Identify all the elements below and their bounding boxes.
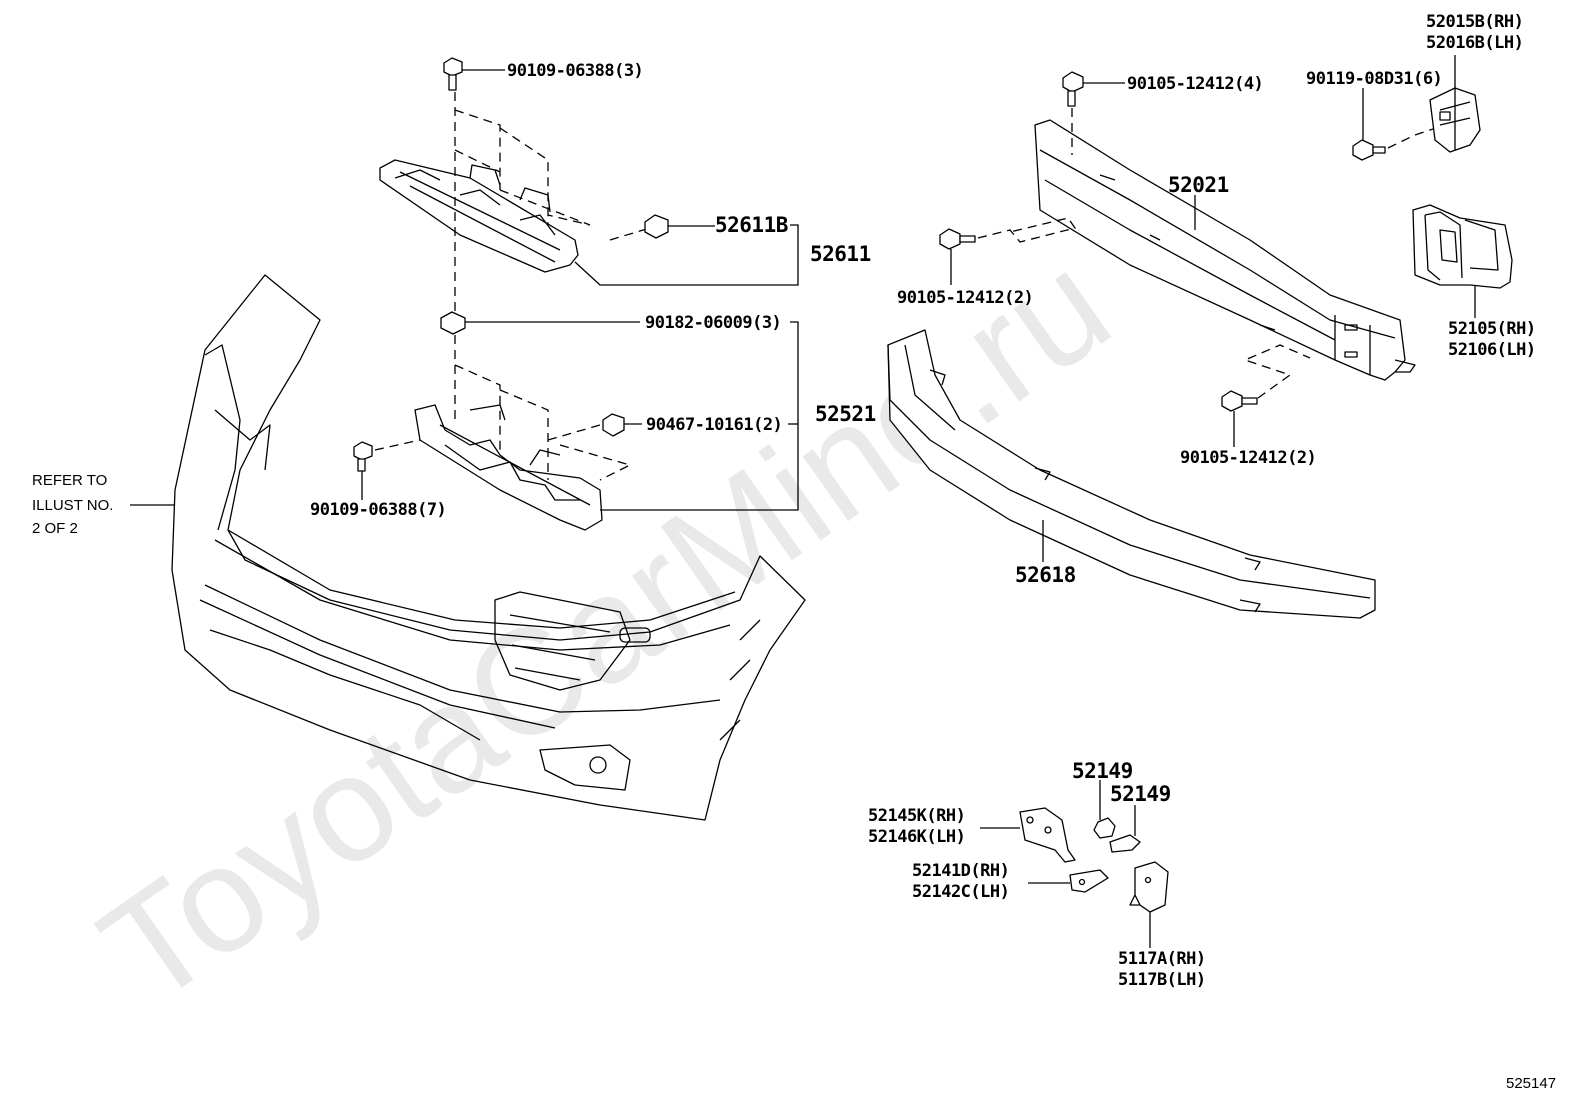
bracket-52611 xyxy=(379,159,799,286)
refer-note-line-1: REFER TO xyxy=(32,472,107,489)
label-52016b: 52016B(LH) xyxy=(1426,33,1523,53)
bolt-90109-06388-3 xyxy=(443,57,505,91)
label-52521: 52521 xyxy=(815,402,876,426)
label-52618: 52618 xyxy=(1015,563,1076,587)
label-90109-06388-7: 90109-06388(7) xyxy=(310,500,446,520)
refer-note-line-2: ILLUST NO. xyxy=(32,497,113,514)
label-52611: 52611 xyxy=(810,242,871,266)
absorber-52618 xyxy=(887,329,1376,619)
block-52105-52106 xyxy=(1412,204,1513,318)
label-52146k: 52146K(LH) xyxy=(868,827,965,847)
label-90467-10161-2: 90467-10161(2) xyxy=(646,415,782,435)
bumper-cover xyxy=(130,274,806,821)
clip-90467-10161-2 xyxy=(602,413,642,437)
label-52106: 52106(LH) xyxy=(1448,340,1536,360)
bracket-52145k-52146k xyxy=(980,807,1076,863)
label-90105-12412-2-a: 90105-12412(2) xyxy=(897,288,1033,308)
label-5117b: 5117B(LH) xyxy=(1118,970,1206,990)
label-52611b: 52611B xyxy=(715,213,788,237)
bolt-90105-12412-2-right xyxy=(1221,390,1258,447)
label-90105-12412-2-b: 90105-12412(2) xyxy=(1180,448,1316,468)
refer-note-line-3: 2 OF 2 xyxy=(32,520,78,537)
clip-52611b xyxy=(644,214,715,239)
watermark: ToyotaCarMine.ru xyxy=(72,220,1138,1037)
label-90119-08d31-6: 90119-08D31(6) xyxy=(1306,69,1442,89)
label-52149-b: 52149 xyxy=(1110,782,1171,806)
label-5117a: 5117A(RH) xyxy=(1118,949,1206,969)
label-52105: 52105(RH) xyxy=(1448,319,1536,339)
reinforcement-52021 xyxy=(1034,119,1416,381)
bolt-90105-12412-2-left xyxy=(939,228,976,285)
bracket-52521 xyxy=(414,321,799,531)
bracket-52015b-52016b xyxy=(1429,55,1481,153)
bolt-90109-06388-7 xyxy=(353,441,373,500)
label-52015b: 52015B(RH) xyxy=(1426,12,1523,32)
label-90105-12412-4: 90105-12412(4) xyxy=(1127,74,1263,94)
label-90109-06388-3: 90109-06388(3) xyxy=(507,61,643,81)
bolt-90105-12412-4 xyxy=(1062,71,1125,107)
label-52142c: 52142C(LH) xyxy=(912,882,1009,902)
bracket-5117a-5117b xyxy=(1129,861,1169,948)
label-52141d: 52141D(RH) xyxy=(912,861,1009,881)
clip-52149-a xyxy=(1093,780,1116,839)
label-90182-06009-3: 90182-06009(3) xyxy=(645,313,781,333)
label-52145k: 52145K(RH) xyxy=(868,806,965,826)
nut-90182-06009-3 xyxy=(440,311,640,335)
clip-52149-b xyxy=(1109,805,1141,853)
catalog-number: 525147 xyxy=(1506,1075,1556,1092)
bracket-52141d-52142c xyxy=(1028,869,1109,893)
bolt-90119-08d31-6 xyxy=(1352,88,1386,161)
label-52149-a: 52149 xyxy=(1072,759,1133,783)
label-52021: 52021 xyxy=(1168,173,1229,197)
